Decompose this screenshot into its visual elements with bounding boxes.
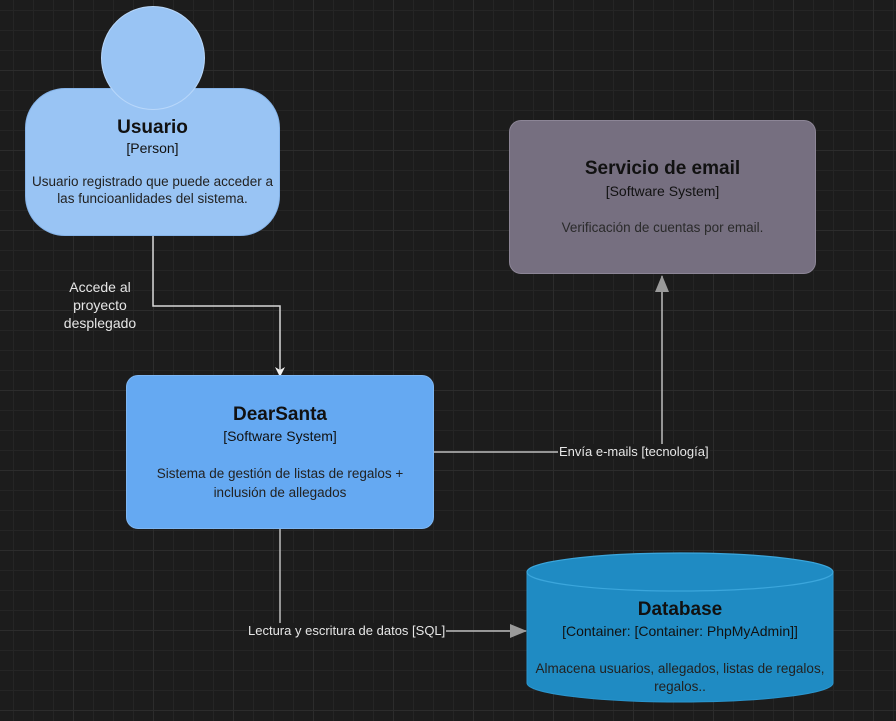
connector-dearsanta-email[interactable] <box>434 275 669 453</box>
usuario-description-line1: Usuario registrado que puede acceder a <box>32 174 273 189</box>
usuario-title: Usuario <box>117 117 188 138</box>
dearsanta-description-line1: Sistema de gestión de listas de regalos … <box>156 466 404 481</box>
connector-usuario-dearsanta[interactable] <box>152 236 285 377</box>
edge-label-accede-line1: Accede al <box>69 279 131 295</box>
usuario-person-head[interactable] <box>101 6 205 110</box>
edge-label-accede: Accede al proyecto desplegado <box>50 278 150 332</box>
connector-dearsanta-database[interactable] <box>279 529 527 638</box>
usuario-person-body[interactable] <box>25 88 280 236</box>
edge-label-lectura: Lectura y escritura de datos [SQL] <box>247 623 447 638</box>
dearsanta-title: DearSanta <box>233 404 327 425</box>
edge-label-envia: Envía e-mails [tecnología] <box>558 444 710 459</box>
dearsanta-description-line2: inclusión de allegados <box>213 485 347 500</box>
email-title: Servicio de email <box>584 158 741 179</box>
email-system-box[interactable] <box>509 120 816 274</box>
database-description-line1: Almacena usuarios, allegados, listas de … <box>535 661 825 676</box>
email-description: Verificación de cuentas por email. <box>561 220 764 235</box>
email-type: [Software System] <box>605 183 720 199</box>
database-description-line2: regalos.. <box>654 679 706 694</box>
dearsanta-system-box[interactable] <box>126 375 434 529</box>
usuario-description-line2: las funcioanlidades del sistema. <box>57 191 248 206</box>
database-title: Database <box>637 599 723 620</box>
usuario-type: [Person] <box>126 140 179 156</box>
dearsanta-type: [Software System] <box>223 428 337 444</box>
database-type: [Container: [Container: PhpMyAdmin]] <box>562 623 798 639</box>
database-cylinder[interactable] <box>526 552 836 704</box>
edge-label-accede-line2: proyecto <box>73 297 127 313</box>
edge-label-accede-line3: desplegado <box>63 315 137 331</box>
